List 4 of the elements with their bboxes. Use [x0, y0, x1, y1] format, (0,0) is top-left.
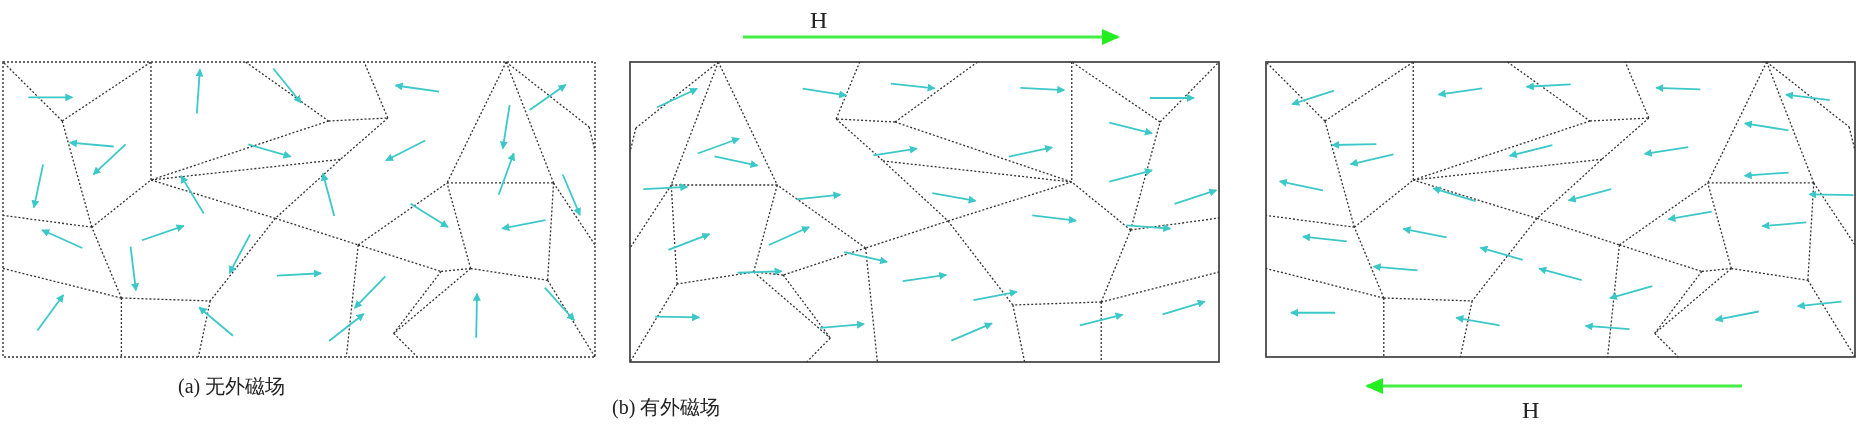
field-label: H [810, 8, 828, 32]
field-label: H [1522, 398, 1540, 422]
caption: (b) 有外磁场 [612, 397, 721, 417]
caption: (a) 无外磁场 [178, 376, 286, 396]
